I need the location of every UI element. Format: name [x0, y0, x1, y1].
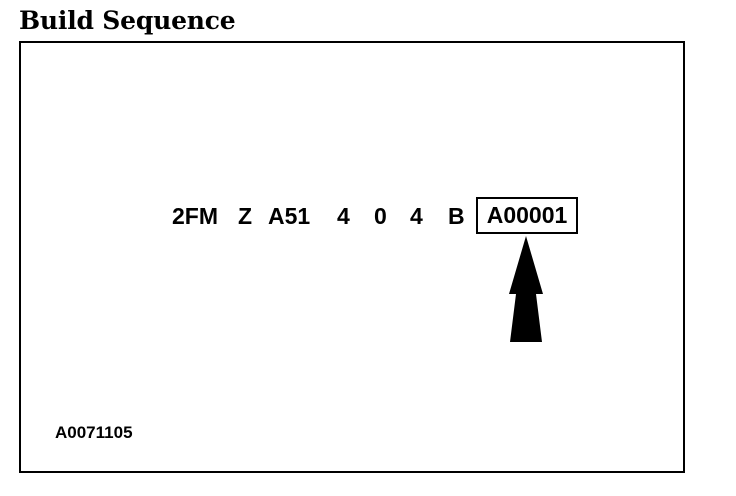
vin-segment-model-year: 4 [410, 203, 423, 229]
vin-segment-restraint: Z [238, 203, 253, 229]
vin-segment-check-digit: 0 [374, 203, 387, 229]
vin-segment-plant: B [448, 203, 465, 229]
figure-code: A0071105 [55, 423, 133, 442]
vin-segment-wmi: 2FM [172, 203, 218, 229]
vin-segment-model: A51 [268, 203, 311, 229]
build-sequence-serial-box: A00001 [476, 197, 578, 234]
figure-title: Build Sequence [19, 6, 236, 35]
vin-segment-engine: 4 [337, 203, 350, 229]
diagram-frame [19, 41, 685, 473]
